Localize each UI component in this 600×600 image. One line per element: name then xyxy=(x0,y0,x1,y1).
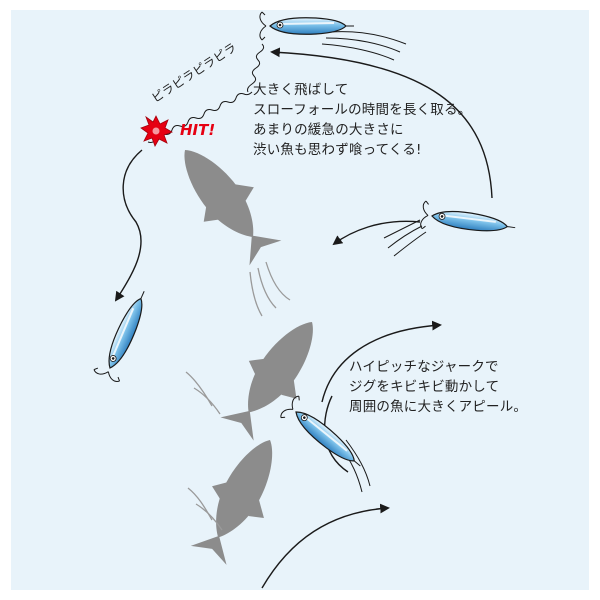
trajectory-arrows xyxy=(114,47,493,589)
arrow-middle-jerk xyxy=(332,220,421,246)
caption-line: ハイピッチなジャークで xyxy=(349,359,499,375)
caption-line: あまりの緩急の大きさに xyxy=(253,122,404,138)
arrow-fall-to-jig xyxy=(114,149,143,302)
fish-middle xyxy=(185,305,338,447)
hit-burst xyxy=(140,115,173,147)
caption-high-pitch-jerk: ハイピッチなジャークで ジグをキビキビ動かして 周囲の魚に大きくアピール。 xyxy=(349,357,527,417)
arrow-bottom-rise xyxy=(261,503,390,589)
fish-top xyxy=(161,130,291,317)
caption-line: ジグをキビキビ動かして xyxy=(349,379,500,395)
caption-line: 周囲の魚に大きくアピール。 xyxy=(349,399,528,415)
water-background xyxy=(11,10,589,590)
caption-line: スローフォールの時間を長く取る。 xyxy=(253,102,472,118)
caption-line: 大きく飛ばして xyxy=(253,82,349,98)
motion-streaks xyxy=(321,31,427,493)
caption-line: 渋い魚も思わず喰ってくる! xyxy=(253,142,422,158)
arrow-lower-to-middle xyxy=(321,320,442,403)
caption-slow-fall: 大きく飛ばして スローフォールの時間を長く取る。 あまりの緩急の大きさに 渋い魚… xyxy=(253,80,471,160)
fish-bottom xyxy=(182,426,298,571)
lure-top xyxy=(258,11,355,41)
arrow-top-return xyxy=(270,47,493,199)
hit-label: HIT! xyxy=(180,121,216,139)
lure-falling xyxy=(92,284,158,384)
lure-middle xyxy=(419,199,519,243)
